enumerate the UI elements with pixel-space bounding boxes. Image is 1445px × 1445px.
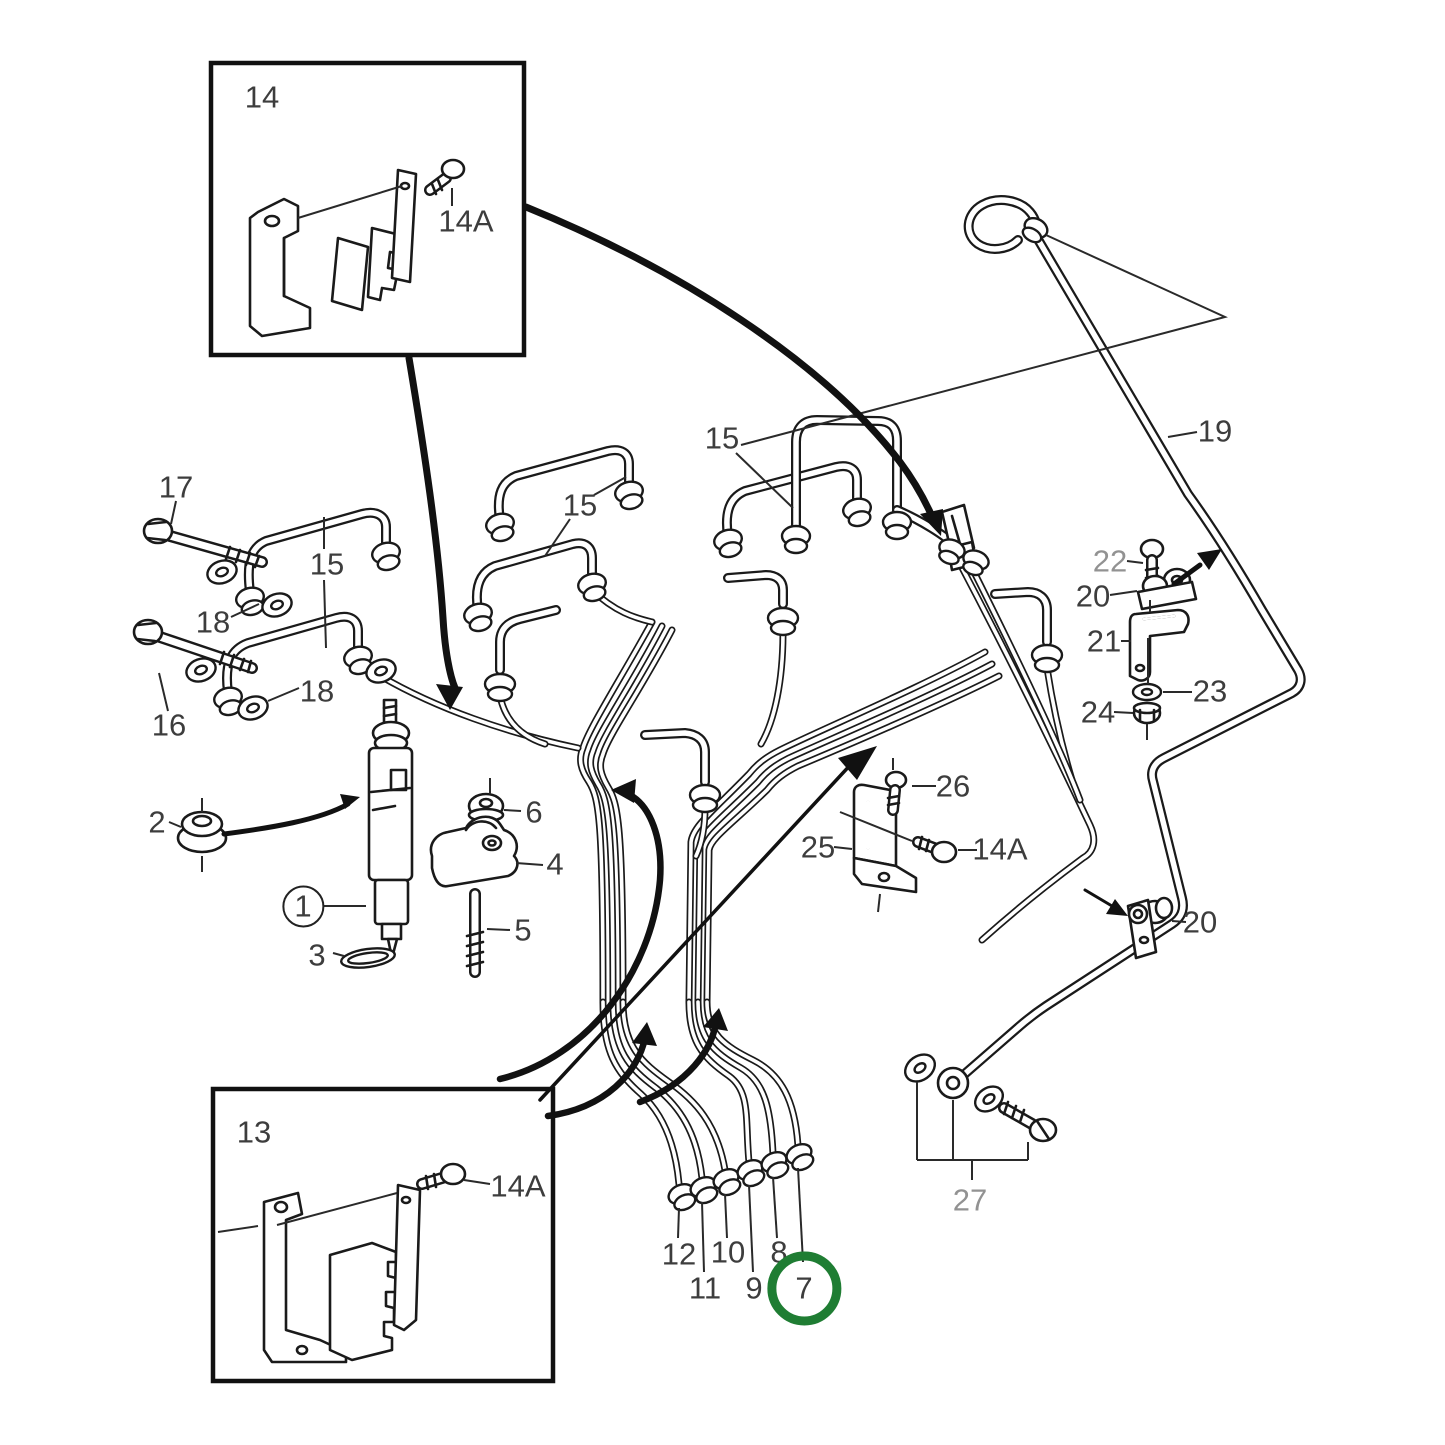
callout-banjo-27: 27 — [952, 1182, 988, 1218]
serrated-block — [328, 1241, 398, 1362]
injector-group — [176, 698, 519, 978]
leader-lines — [158, 185, 1228, 1273]
bolt-14a-head — [930, 840, 958, 864]
callout-oring-3: 3 — [308, 937, 326, 973]
oring-3 — [340, 947, 396, 969]
callout-bracket-25: 25 — [800, 829, 836, 865]
washer-18 — [185, 657, 217, 683]
washer-23 — [1131, 682, 1163, 702]
pump-fitting — [689, 1175, 719, 1205]
callout-pipe15-mid: 15 — [562, 487, 598, 523]
callout-bolt14a-mid: 14A — [972, 831, 1028, 867]
callout-bolt-22: 22 — [1092, 543, 1128, 579]
callout-bolt-26: 26 — [935, 768, 971, 804]
cushion-block — [330, 236, 370, 312]
pump-fitting — [785, 1142, 815, 1172]
callout-washer18-up: 18 — [195, 604, 231, 640]
callout-clamp-4: 4 — [546, 846, 564, 882]
callout-washer-23: 23 — [1192, 673, 1228, 709]
bolt-14a-head — [440, 158, 466, 180]
callout-box13: 13 — [236, 1114, 272, 1150]
callout-pipe-7: 7 — [795, 1270, 813, 1306]
callout-bolt-17: 17 — [158, 469, 194, 505]
bolt-16-head — [132, 618, 164, 646]
callout-stud-5: 5 — [514, 912, 532, 948]
delivery-pipes — [483, 570, 1064, 814]
callout-pipe-12: 12 — [661, 1236, 697, 1272]
callout-bracket-21: 21 — [1086, 623, 1122, 659]
callout-washer18-low: 18 — [299, 673, 335, 709]
pump-pipe-bundle — [354, 556, 1098, 1212]
pump-fitting — [667, 1182, 697, 1212]
washer-18 — [365, 658, 397, 684]
retainer-plate — [390, 168, 418, 284]
left-fasteners — [132, 517, 397, 721]
callout-return-19: 19 — [1197, 413, 1233, 449]
callout-pipe-10: 10 — [710, 1234, 746, 1270]
flow-arrows — [405, 203, 1222, 1120]
washer — [903, 1053, 937, 1083]
tall-bracket — [262, 1191, 348, 1364]
callout-nut-24: 24 — [1080, 694, 1116, 730]
callout-pipe-11: 11 — [688, 1270, 722, 1306]
washer-18 — [261, 592, 293, 618]
inset-box-13 — [210, 1086, 556, 1384]
injector-needle — [386, 937, 399, 960]
callout-box14: 14 — [244, 79, 280, 115]
callout-bolt-16: 16 — [151, 707, 187, 743]
callout-pipe15-left: 15 — [309, 546, 345, 582]
inset-box-14 — [208, 60, 527, 358]
callout-clamp20-low: 20 — [1182, 904, 1218, 940]
bolt-17-head — [142, 517, 174, 545]
washer-18 — [206, 559, 238, 585]
washer — [973, 1085, 1005, 1113]
callout-seal-2: 2 — [148, 804, 166, 840]
callout-pipe-9: 9 — [745, 1270, 763, 1306]
callout-nut-6: 6 — [525, 794, 543, 830]
clamp-4 — [429, 815, 519, 888]
bolt-14a-head — [439, 1162, 467, 1186]
callout-injector-1: 1 — [294, 888, 312, 924]
banjo-27-group — [903, 1053, 1058, 1143]
callout-pipe15-top: 15 — [704, 420, 740, 456]
return-pipe-19 — [955, 195, 1306, 1083]
injector-body — [367, 746, 414, 882]
callout-box13-bolt: 14A — [490, 1168, 546, 1204]
callout-box14-bolt: 14A — [438, 203, 494, 239]
clamp-bracket — [248, 197, 312, 338]
retainer-plate — [392, 1183, 422, 1332]
washer-18 — [237, 695, 269, 721]
pump-fitting — [712, 1167, 742, 1197]
callout-clamp20-up: 20 — [1075, 578, 1111, 614]
